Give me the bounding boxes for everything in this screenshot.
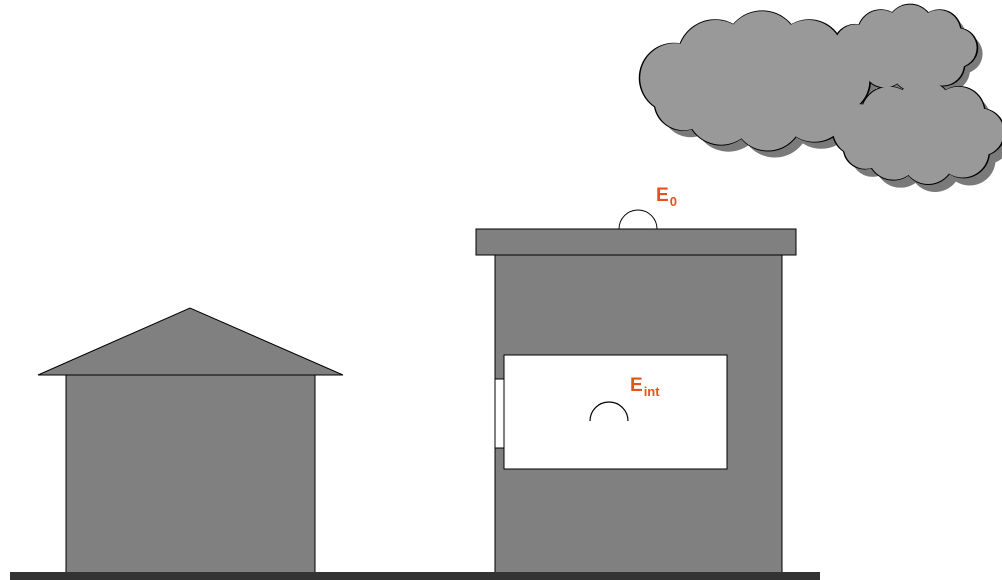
cloud-fills bbox=[640, 4, 1002, 184]
outdoor-label-main: E bbox=[656, 185, 669, 206]
indoor-illuminance-label: Eint bbox=[630, 375, 660, 398]
indoor-sensor-icon bbox=[589, 401, 629, 422]
outdoor-illuminance-label: E0 bbox=[656, 185, 677, 208]
outdoor-sensor-icon bbox=[618, 209, 658, 230]
house-roof bbox=[37, 307, 344, 376]
building-roof-slab bbox=[475, 228, 797, 256]
indoor-label-main: E bbox=[630, 375, 643, 396]
room-interior bbox=[503, 354, 728, 470]
outdoor-label-sub: 0 bbox=[669, 194, 677, 209]
neighbouring-house bbox=[37, 307, 344, 576]
house-body bbox=[65, 374, 316, 576]
ground-line bbox=[10, 572, 820, 580]
window-frame bbox=[494, 378, 505, 449]
clouds bbox=[638, 3, 1002, 192]
measured-building bbox=[475, 228, 797, 576]
indoor-label-sub: int bbox=[643, 384, 660, 399]
